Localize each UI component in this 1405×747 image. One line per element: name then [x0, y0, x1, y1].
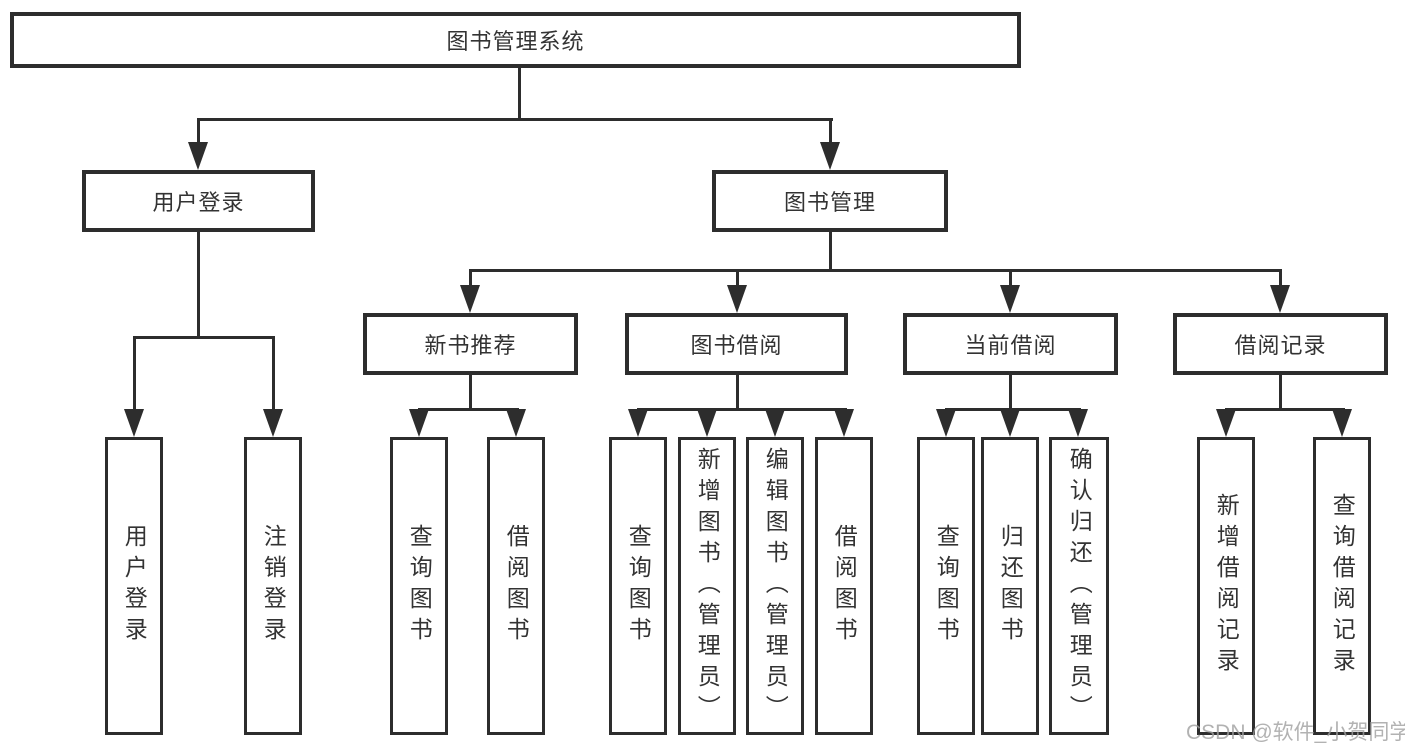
arrowhead-borrow-records	[1270, 285, 1290, 313]
node-new-book-rec: 新书推荐	[363, 313, 578, 375]
arrowhead-leaf-return-book	[1000, 409, 1020, 437]
leaf-edit-book-admin-label: 编辑图书（管理员）	[762, 446, 789, 726]
leaf-query-book-borrow-label: 查询图书	[625, 524, 652, 648]
leaf-edit-book-admin: 编辑图书（管理员）	[746, 437, 804, 735]
connector-borrow-records-hbar	[1225, 408, 1345, 411]
arrowhead-leaf-confirm-return	[1068, 409, 1088, 437]
connector-line-to-borrow-records	[1279, 269, 1282, 287]
leaf-borrow-book: 借阅图书	[815, 437, 873, 735]
arrowhead-leaf-add-book	[697, 409, 717, 437]
leaf-query-book-borrow: 查询图书	[609, 437, 667, 735]
connector-line-to-new-book-rec	[469, 269, 472, 287]
arrowhead-leaf-query-book-rec	[409, 409, 429, 437]
connector-line-to-book-borrow	[736, 269, 739, 287]
arrowhead-user-login	[188, 142, 208, 170]
arrowhead-leaf-logout	[263, 409, 283, 437]
connector-line-to-leaf-login	[133, 336, 136, 411]
connector-borrow-records-stem	[1279, 374, 1282, 410]
node-borrow-records: 借阅记录	[1173, 313, 1388, 375]
connector-user-login-stem	[197, 231, 200, 336]
leaf-confirm-return-admin: 确认归还（管理员）	[1049, 437, 1109, 735]
leaf-query-book-rec: 查询图书	[390, 437, 448, 735]
arrowhead-leaf-query-book-current	[936, 409, 956, 437]
leaf-query-book-current-label: 查询图书	[933, 524, 960, 648]
node-current-borrow: 当前借阅	[903, 313, 1118, 375]
connector-line-to-leaf-logout	[272, 336, 275, 411]
arrowhead-book-mgmt	[820, 142, 840, 170]
arrowhead-leaf-query-record	[1332, 409, 1352, 437]
connector-line-to-user-login	[197, 118, 200, 146]
leaf-borrow-book-rec: 借阅图书	[487, 437, 545, 735]
leaf-confirm-return-admin-label: 确认归还（管理员）	[1066, 446, 1093, 726]
leaf-user-login-label: 用户登录	[121, 524, 148, 648]
leaf-query-borrow-record-label: 查询借阅记录	[1329, 493, 1356, 679]
connector-new-book-rec-hbar	[418, 408, 519, 411]
arrowhead-new-book-rec	[460, 285, 480, 313]
connector-book-mgmt-stem	[829, 231, 832, 272]
leaf-query-borrow-record: 查询借阅记录	[1313, 437, 1371, 735]
node-root: 图书管理系统	[10, 12, 1021, 68]
arrowhead-leaf-login	[124, 409, 144, 437]
node-book-borrow: 图书借阅	[625, 313, 848, 375]
leaf-logout: 注销登录	[244, 437, 302, 735]
watermark: CSDN @软件_小贺同学	[1186, 721, 1405, 744]
connector-book-mgmt-hbar	[469, 269, 1282, 272]
arrowhead-leaf-add-record	[1216, 409, 1236, 437]
connector-book-borrow-hbar	[637, 408, 847, 411]
arrowhead-leaf-edit-book	[765, 409, 785, 437]
connector-current-borrow-stem	[1009, 374, 1012, 410]
connector-root-stem	[518, 68, 521, 118]
connector-user-login-hbar	[133, 336, 275, 339]
leaf-return-book-label: 归还图书	[997, 524, 1024, 648]
connector-new-book-rec-stem	[469, 374, 472, 410]
leaf-return-book: 归还图书	[981, 437, 1039, 735]
arrowhead-book-borrow	[727, 285, 747, 313]
leaf-add-book-admin: 新增图书（管理员）	[678, 437, 736, 735]
node-user-login: 用户登录	[82, 170, 315, 232]
arrowhead-leaf-borrow-book	[834, 409, 854, 437]
node-book-mgmt: 图书管理	[712, 170, 948, 232]
connector-line-to-book-mgmt	[829, 118, 832, 146]
leaf-logout-label: 注销登录	[260, 524, 287, 648]
leaf-borrow-book-label: 借阅图书	[831, 524, 858, 648]
connector-line-to-current-borrow	[1009, 269, 1012, 287]
leaf-query-book-current: 查询图书	[917, 437, 975, 735]
leaf-query-book-rec-label: 查询图书	[406, 524, 433, 648]
arrowhead-current-borrow	[1000, 285, 1020, 313]
leaf-add-borrow-record-label: 新增借阅记录	[1213, 493, 1240, 679]
leaf-add-borrow-record: 新增借阅记录	[1197, 437, 1255, 735]
leaf-borrow-book-rec-label: 借阅图书	[503, 524, 530, 648]
leaf-add-book-admin-label: 新增图书（管理员）	[694, 446, 721, 726]
arrowhead-leaf-query-book-borrow	[628, 409, 648, 437]
arrowhead-leaf-borrow-book-rec	[506, 409, 526, 437]
leaf-user-login: 用户登录	[105, 437, 163, 735]
connector-root-hbar	[197, 118, 833, 121]
connector-book-borrow-stem	[736, 374, 739, 410]
